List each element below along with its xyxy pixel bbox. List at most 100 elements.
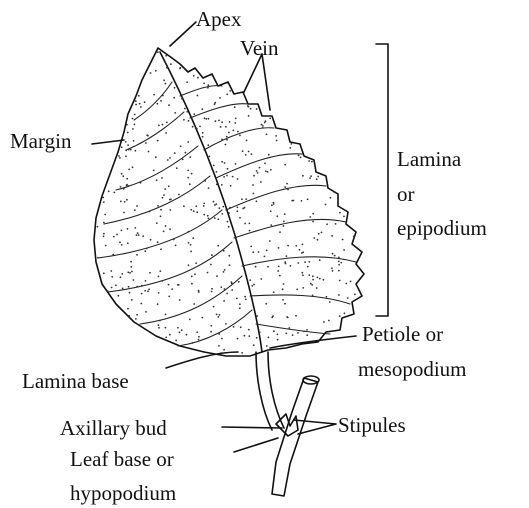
stipple-dot [113, 236, 115, 238]
label-lamina: Lamina [397, 147, 462, 171]
stipple-dot [111, 276, 113, 278]
stipple-dot [228, 212, 230, 214]
stipple-dot [204, 180, 206, 182]
stipple-dot [298, 155, 300, 157]
stipple-dot [265, 120, 267, 122]
stipple-dot [216, 275, 218, 277]
label-leaf-base: Leaf base or [70, 447, 174, 471]
stipple-dot [111, 287, 113, 289]
stipple-dot [234, 106, 236, 108]
stipple-dot [260, 181, 262, 183]
stipple-dot [126, 124, 128, 126]
stipple-dot [222, 206, 224, 208]
stipple-dot [135, 100, 137, 102]
stipple-dot [201, 317, 203, 319]
stipple-dot [238, 281, 240, 283]
stipple-dot [213, 306, 215, 308]
stipple-dot [130, 261, 132, 263]
stipple-dot [121, 230, 123, 232]
stipple-dot [241, 198, 243, 200]
stipple-dot [293, 200, 295, 202]
stipple-dot [231, 289, 233, 291]
stipple-dot [220, 126, 222, 128]
label-margin: Margin [10, 129, 72, 153]
stipple-dot [134, 124, 136, 126]
stipple-dot [131, 299, 133, 301]
stipple-dot [177, 327, 179, 329]
stipple-dot [213, 201, 215, 203]
petiole [256, 352, 284, 430]
stipple-dot [253, 175, 255, 177]
stipple-dot [97, 257, 99, 259]
stipple-dot [207, 272, 209, 274]
stipple-dot [224, 162, 226, 164]
stipple-dot [133, 140, 135, 142]
stipple-dot [136, 234, 138, 236]
stipple-dot [128, 169, 130, 171]
stipple-dot [165, 83, 167, 85]
stipple-dot [144, 101, 146, 103]
stipple-dot [160, 100, 162, 102]
stipple-dot [240, 326, 242, 328]
stipple-dot [267, 266, 269, 268]
label-epipodium: epipodium [397, 216, 487, 240]
stipple-dot [331, 235, 333, 237]
stipple-dot [251, 285, 253, 287]
stipple-dot [193, 303, 195, 305]
stipple-dot [338, 270, 340, 272]
stipple-dot [211, 168, 213, 170]
stipple-dot [256, 108, 258, 110]
stipple-dot [107, 290, 109, 292]
stipple-dot [169, 199, 171, 201]
stipple-dot [252, 251, 254, 253]
midrib [160, 52, 262, 352]
stipple-dot [141, 293, 143, 295]
stipple-dot [138, 234, 140, 236]
label-apex: Apex [196, 7, 242, 31]
stipple-dot [134, 114, 136, 116]
stipple-dot [121, 146, 123, 148]
stipple-dot [208, 187, 210, 189]
stipple-dot [285, 333, 287, 335]
stipple-dot [211, 291, 213, 293]
stipple-dot [178, 194, 180, 196]
stipple-dot [207, 84, 209, 86]
stipple-dot [256, 200, 258, 202]
stipple-dot [127, 185, 129, 187]
stipple-dot [301, 252, 303, 254]
stipple-dot [207, 144, 209, 146]
stipple-dot [271, 204, 273, 206]
stipple-dot [292, 334, 294, 336]
stipple-dot [297, 332, 299, 334]
stipple-dot [166, 67, 168, 69]
stipple-dot [130, 266, 132, 268]
stipple-dot [213, 165, 215, 167]
stipple-dot [197, 77, 199, 79]
stipple-dot [239, 307, 241, 309]
stipple-dot [218, 345, 220, 347]
stipple-dot [224, 288, 226, 290]
stipple-dot [302, 274, 304, 276]
stipple-dot [319, 278, 321, 280]
stipple-dot [326, 296, 328, 298]
label-or: or [397, 182, 415, 206]
stipple-dot [198, 290, 200, 292]
stipple-dot [210, 325, 212, 327]
axillary-bud-leader [222, 427, 282, 428]
stipple-dot [262, 127, 264, 129]
stipple-dot [193, 113, 195, 115]
stipple-dot [273, 330, 275, 332]
stipple-dot [144, 250, 146, 252]
stipple-dot [277, 334, 279, 336]
stipple-dot [189, 183, 191, 185]
stipple-dot [132, 166, 134, 168]
stipple-dot [244, 335, 246, 337]
stipple-dot [132, 128, 134, 130]
stipple-dot [173, 239, 175, 241]
stipple-dot [307, 266, 309, 268]
stipple-dot [171, 288, 173, 290]
stipple-dot [256, 337, 258, 339]
stipple-dot [283, 225, 285, 227]
stipple-dot [265, 303, 267, 305]
stipple-dot [331, 267, 333, 269]
